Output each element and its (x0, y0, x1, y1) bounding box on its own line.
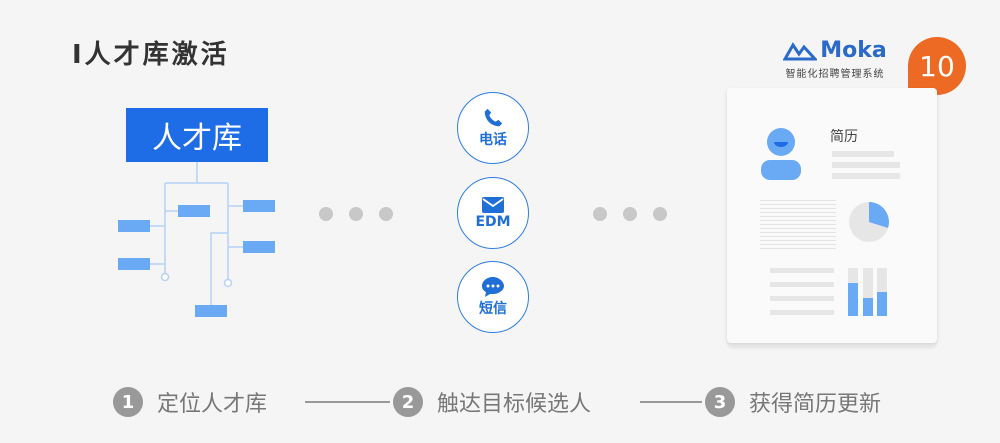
tree-node (118, 220, 150, 232)
resume-card: 简历 (727, 88, 937, 343)
channel-phone: 电话 (457, 92, 529, 164)
moka-logo: Moka 智能化招聘管理系统 (780, 38, 890, 80)
avatar-icon (761, 128, 801, 180)
step-number: 2 (393, 387, 423, 417)
step-label: 定位人才库 (157, 392, 268, 417)
step-number: 1 (113, 387, 143, 417)
channel-label: EDM (475, 214, 511, 230)
step-3: 3 获得简历更新 (705, 386, 881, 418)
page-number-badge: 10 (908, 37, 966, 95)
step-number: 3 (705, 387, 735, 417)
logo-subtitle: 智能化招聘管理系统 (785, 68, 885, 80)
resume-title: 简历 (830, 129, 858, 145)
chat-icon (482, 277, 504, 297)
mountain-logo-icon (783, 41, 818, 60)
step-label: 触达目标候选人 (437, 392, 592, 417)
talent-pool-box: 人才库 (126, 108, 268, 162)
step-1: 1 定位人才库 (113, 386, 267, 418)
step-label: 获得简历更新 (749, 392, 882, 417)
phone-icon (484, 108, 503, 127)
dot (319, 207, 333, 221)
step-2: 2 触达目标候选人 (393, 386, 591, 418)
logo-brand: Moka (820, 38, 887, 63)
channel-edm: EDM (457, 177, 529, 249)
tree-node (178, 205, 210, 217)
dot (653, 207, 667, 221)
bar-chart-icon (848, 268, 887, 316)
pie-chart-icon (849, 202, 889, 242)
talent-tree-diagram (118, 162, 275, 317)
step-connector (640, 401, 702, 403)
tree-node (118, 258, 150, 270)
tree-node (195, 305, 227, 317)
dot (379, 207, 393, 221)
tree-node (243, 241, 275, 253)
dot (593, 207, 607, 221)
channel-sms: 短信 (457, 261, 529, 333)
channel-label: 电话 (479, 132, 507, 148)
tree-node (243, 200, 275, 212)
page-title: I人才库激活 (72, 40, 230, 70)
channel-label: 短信 (479, 301, 507, 317)
dot (623, 207, 637, 221)
dot (349, 207, 363, 221)
mail-icon (482, 197, 504, 213)
step-connector (305, 401, 390, 403)
